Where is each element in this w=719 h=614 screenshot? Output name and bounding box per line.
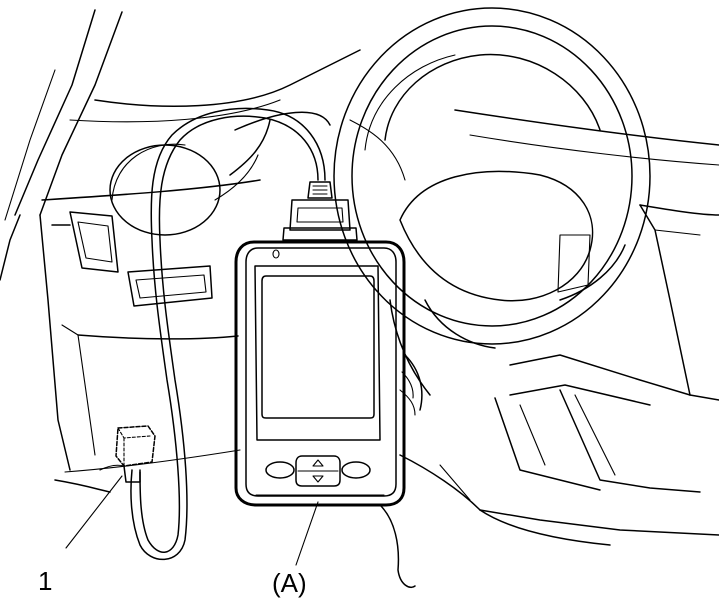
leader-lines — [65, 475, 319, 566]
steering-wheel — [333, 7, 651, 416]
callout-a: (A) — [272, 568, 307, 598]
up-arrow-icon — [312, 459, 324, 467]
leader-line-1 — [65, 475, 123, 549]
leader-line-a — [295, 501, 319, 566]
instrument-cluster — [109, 111, 331, 236]
windshield-pillar — [0, 9, 123, 281]
data-link-connector — [99, 425, 156, 483]
connection-cable — [130, 107, 326, 561]
lower-dash-panels — [39, 211, 241, 493]
arrow-keys — [295, 455, 341, 487]
center-console — [399, 204, 719, 546]
down-arrow-icon — [312, 475, 324, 483]
dashboard-outline — [41, 49, 719, 216]
seat-outline — [379, 504, 416, 589]
left-soft-key — [265, 461, 295, 479]
callout-1: 1 — [38, 566, 52, 596]
right-soft-key — [341, 461, 371, 479]
scan-tool — [234, 181, 406, 507]
